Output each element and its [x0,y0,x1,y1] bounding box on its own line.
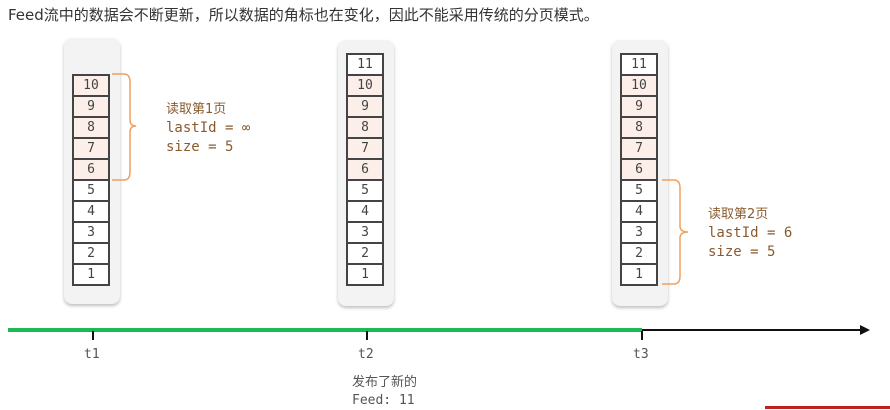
feed-item: 4 [72,200,110,223]
feed-item: 9 [346,95,384,118]
feed-item: 2 [620,242,658,265]
note-lastid: lastId = 6 [708,225,793,241]
feed-item: 7 [620,137,658,160]
feed-item: 9 [72,95,110,118]
feed-item: 4 [620,200,658,223]
feed-item: 1 [620,263,658,286]
timeline-future [642,329,864,331]
feed-item: 10 [620,74,658,97]
red-bar [765,406,890,409]
page2-brace [662,179,688,285]
feed-item: 2 [346,242,384,265]
feed-item: 6 [72,158,110,181]
feed-item: 5 [72,179,110,202]
feed-item: 8 [620,116,658,139]
feed-item: 10 [72,74,110,97]
feed-item: 8 [72,116,110,139]
note-lastid: lastId = ∞ [166,120,251,136]
feed-item: 8 [346,116,384,139]
note-heading: 读取第1页 [166,102,227,117]
feed-item: 9 [620,95,658,118]
feed-item: 2 [72,242,110,265]
tick-label-t3: t3 [633,347,649,362]
feed-item: 5 [620,179,658,202]
feed-item: 10 [346,74,384,97]
feed-item: 11 [346,53,384,76]
tick-t2 [366,331,368,340]
note-size: size = 5 [708,244,776,260]
timeline-past [8,328,642,332]
feed-item: 11 [620,53,658,76]
feed-item: 6 [620,158,658,181]
tick-label-t1: t1 [84,347,100,362]
page1-brace [112,73,136,181]
feed-item: 3 [620,221,658,244]
feed-item: 6 [346,158,384,181]
note-size: size = 5 [166,139,234,155]
tick-t1 [92,331,94,340]
publish-text: 发布了新的 [352,375,418,390]
page-title: Feed流中的数据会不断更新，所以数据的角标也在变化，因此不能采用传统的分页模式… [8,6,599,24]
note-heading: 读取第2页 [708,207,769,222]
feed-item: 3 [346,221,384,244]
page2-note: 读取第2页 lastId = 6 size = 5 [708,205,792,262]
tick-t3 [641,331,643,340]
arrow-right-icon [860,325,870,335]
feed-item: 5 [346,179,384,202]
tick-label-t2: t2 [358,347,374,362]
feed-item: 4 [346,200,384,223]
publish-feed: Feed: 11 [352,393,415,408]
publish-note: 发布了新的 Feed: 11 [352,374,417,410]
page1-note: 读取第1页 lastId = ∞ size = 5 [166,100,250,157]
feed-item: 3 [72,221,110,244]
feed-item: 1 [346,263,384,286]
feed-item: 7 [72,137,110,160]
feed-item: 7 [346,137,384,160]
feed-item: 1 [72,263,110,286]
